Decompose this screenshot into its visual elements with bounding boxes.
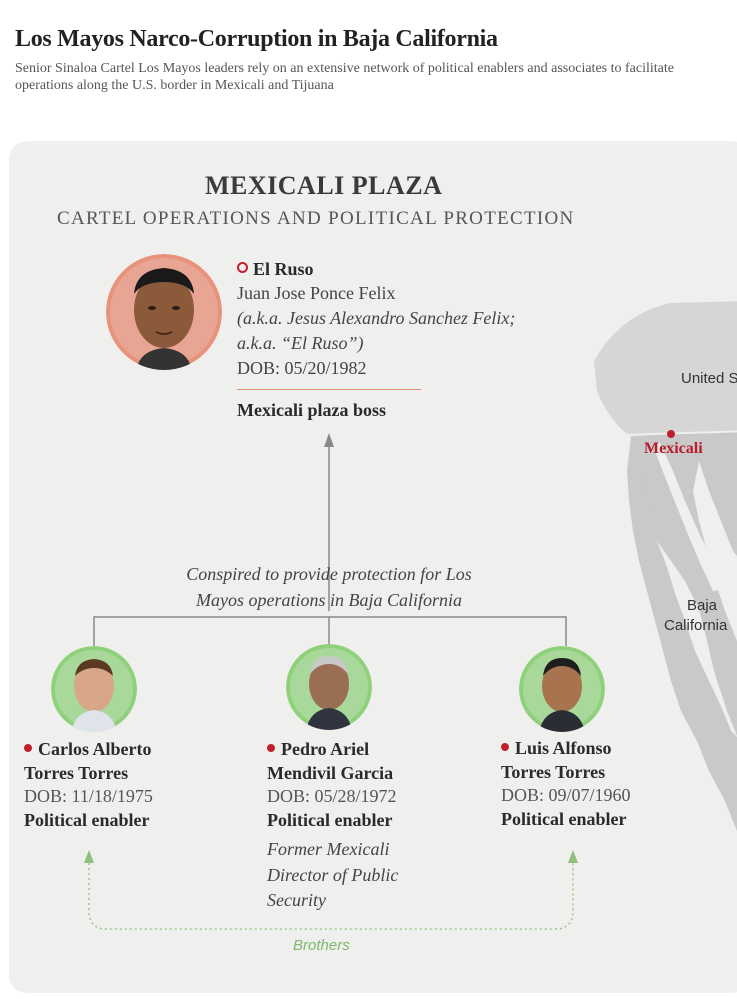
branch-connector [93,616,567,646]
ring-dot-icon [237,262,248,273]
enabler-2-dob: DOB: 05/28/1972 [267,786,397,806]
header: Los Mayos Narco-Corruption in Baja Calif… [15,26,730,94]
enabler-photo-3 [519,646,605,732]
brothers-connector [88,863,574,930]
enabler-3-name-2: Torres Torres [501,761,606,782]
enabler-1-name-1: Carlos Alberto [38,739,152,759]
enabler-3: Luis Alfonso Torres Torres DOB: 09/07/19… [501,737,631,831]
enabler-2: Pedro Ariel Mendivil Garcia DOB: 05/28/1… [267,738,397,832]
enabler-2-name-2: Mendivil Garcia [267,762,394,783]
enabler-2-note: Former Mexicali Director of Public Secur… [267,839,399,910]
plaza-title: MEXICALI PLAZA [205,171,443,200]
map-country-label: United S [681,370,737,387]
plaza-subtitle: CARTEL OPERATIONS AND POLITICAL PROTECTI… [57,208,575,229]
baja-california-map [593,301,737,831]
red-dot-icon [501,743,509,751]
leader-alias: El Ruso [237,259,314,280]
map-region-label-1: Baja [687,597,718,614]
brothers-label: Brothers [293,937,350,954]
red-dot-icon [24,744,32,752]
baja-peninsula [627,437,737,831]
enabler-3-dob: DOB: 09/07/1960 [501,785,631,805]
enabler-2-role: Political enabler [267,809,393,830]
red-dot-icon [267,744,275,752]
leader-photo [106,254,222,370]
connector-lines [84,433,578,930]
arrow-up-icon [324,433,334,447]
gulf [655,441,725,591]
enabler-1-role: Political enabler [24,809,150,830]
enabler-1-name-2: Torres Torres [24,762,129,783]
map-city-label: Mexicali [644,440,703,457]
leader-aka-1: (a.k.a. Jesus Alexandro Sanchez Felix; [237,308,516,328]
enabler-1-dob: DOB: 11/18/1975 [24,786,153,806]
relationship-label: Conspired to provide protection for Los … [186,564,472,610]
map-region-label-2: California [664,617,728,634]
page-subtitle: Senior Sinaloa Cartel Los Mayos leaders … [15,61,674,93]
leader-divider [237,389,421,390]
page-title: Los Mayos Narco-Corruption in Baja Calif… [15,26,498,52]
enabler-3-name-1: Luis Alfonso [515,738,612,758]
enabler-photo-1 [51,646,137,732]
leader-aka-2: a.k.a. “El Ruso”) [237,333,364,353]
leader-dob: DOB: 05/20/1982 [237,358,367,378]
us-land [594,301,737,437]
leader-role: Mexicali plaza boss [237,400,386,420]
diagram-panel: United S Mexicali Baja California MEXICA… [9,141,737,993]
enabler-photo-2 [286,644,372,730]
brothers-arrow-right-icon [568,850,578,863]
brothers-arrow-left-icon [84,850,94,863]
enabler-1: Carlos Alberto Torres Torres DOB: 11/18/… [24,738,153,832]
leader-full-name: Juan Jose Ponce Felix [237,283,396,303]
enabler-3-role: Political enabler [501,808,627,829]
enabler-2-name-1: Pedro Ariel [281,739,370,759]
mainland-coast [693,461,737,641]
map-location-dot-icon [667,430,675,438]
